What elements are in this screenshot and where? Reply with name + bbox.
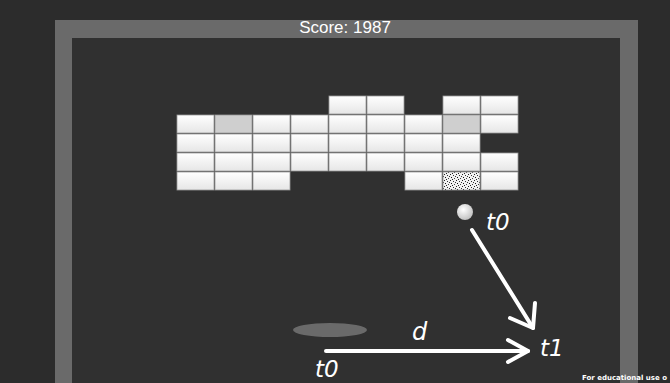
- brick: [367, 134, 404, 152]
- brick: [481, 172, 518, 190]
- brick: [253, 134, 290, 152]
- brick: [177, 115, 214, 133]
- brick: [405, 115, 442, 133]
- brick: [367, 115, 404, 133]
- brick: [215, 115, 252, 133]
- brick: [481, 96, 518, 114]
- brick: [291, 153, 328, 171]
- brick: [177, 172, 214, 190]
- brick: [329, 153, 366, 171]
- brick: [177, 153, 214, 171]
- brick: [329, 134, 366, 152]
- brick: [443, 134, 480, 152]
- time-label: t1: [540, 337, 564, 360]
- brick: [367, 96, 404, 114]
- brick: [253, 153, 290, 171]
- time-label: t0: [315, 358, 339, 381]
- motion-arrows: [326, 230, 535, 362]
- brick: [215, 134, 252, 152]
- watermark: For educational use o: [582, 375, 667, 382]
- distance-label: d: [412, 320, 427, 344]
- paddle: [293, 323, 367, 337]
- brick: [481, 115, 518, 133]
- wall-frame: [55, 20, 638, 383]
- brick: [405, 134, 442, 152]
- brick: [481, 153, 518, 171]
- brick: [405, 153, 442, 171]
- brick: [443, 115, 480, 133]
- ball: [457, 204, 473, 220]
- brick: [253, 115, 290, 133]
- brick: [291, 115, 328, 133]
- brick: [215, 153, 252, 171]
- brick: [291, 134, 328, 152]
- time-label: t0: [486, 211, 510, 234]
- brick: [215, 172, 252, 190]
- brick: [443, 153, 480, 171]
- brick: [253, 172, 290, 190]
- brick: [177, 134, 214, 152]
- play-field: [72, 38, 620, 383]
- brick: [329, 115, 366, 133]
- brick: [443, 172, 480, 190]
- brick-wall: [177, 96, 518, 190]
- brick: [443, 96, 480, 114]
- brick: [367, 153, 404, 171]
- brick: [405, 172, 442, 190]
- brick: [329, 96, 366, 114]
- score-text: Score: 1987: [299, 19, 391, 36]
